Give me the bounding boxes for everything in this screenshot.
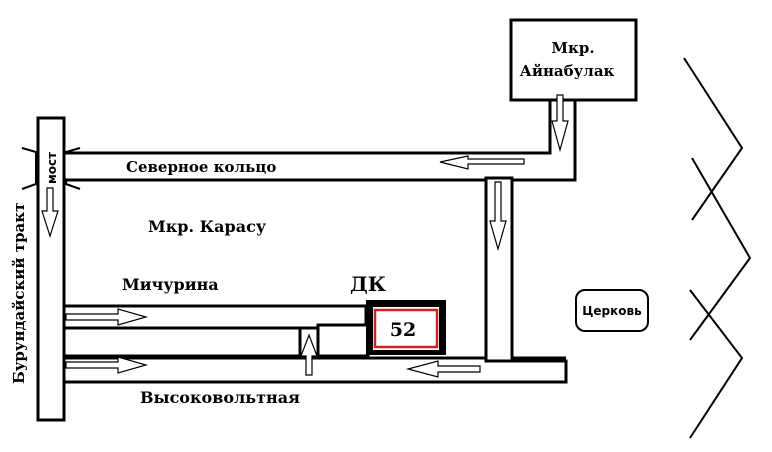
aynabulak-label-2: Айнабулак (520, 62, 615, 80)
aynabulak-label-1: Мкр. (551, 39, 594, 57)
church-marker: Церковь (575, 289, 649, 332)
severnoe-label: Северное кольцо (126, 158, 276, 176)
michurina-label: Мичурина (122, 275, 219, 294)
burundai-road (36, 116, 66, 422)
church-label: Церковь (582, 304, 642, 318)
most-label: мост (45, 152, 59, 184)
karasu-label: Мкр. Карасу (148, 217, 267, 236)
dk-building-marker: 52 (366, 300, 446, 355)
building-number: 52 (390, 319, 416, 341)
road-direction-arrow-icon (41, 94, 569, 378)
aynabulak-block: Мкр. Айнабулак (509, 18, 638, 102)
vysokovoltnaya-road (62, 356, 568, 384)
dk-label: ДК (350, 272, 386, 296)
burundai-label: Бурундайский тракт (10, 203, 28, 384)
vysokovoltnaya-label: Высоковольтная (140, 388, 300, 407)
michurina-road (62, 304, 370, 358)
mountains-zigzag (683, 57, 752, 439)
